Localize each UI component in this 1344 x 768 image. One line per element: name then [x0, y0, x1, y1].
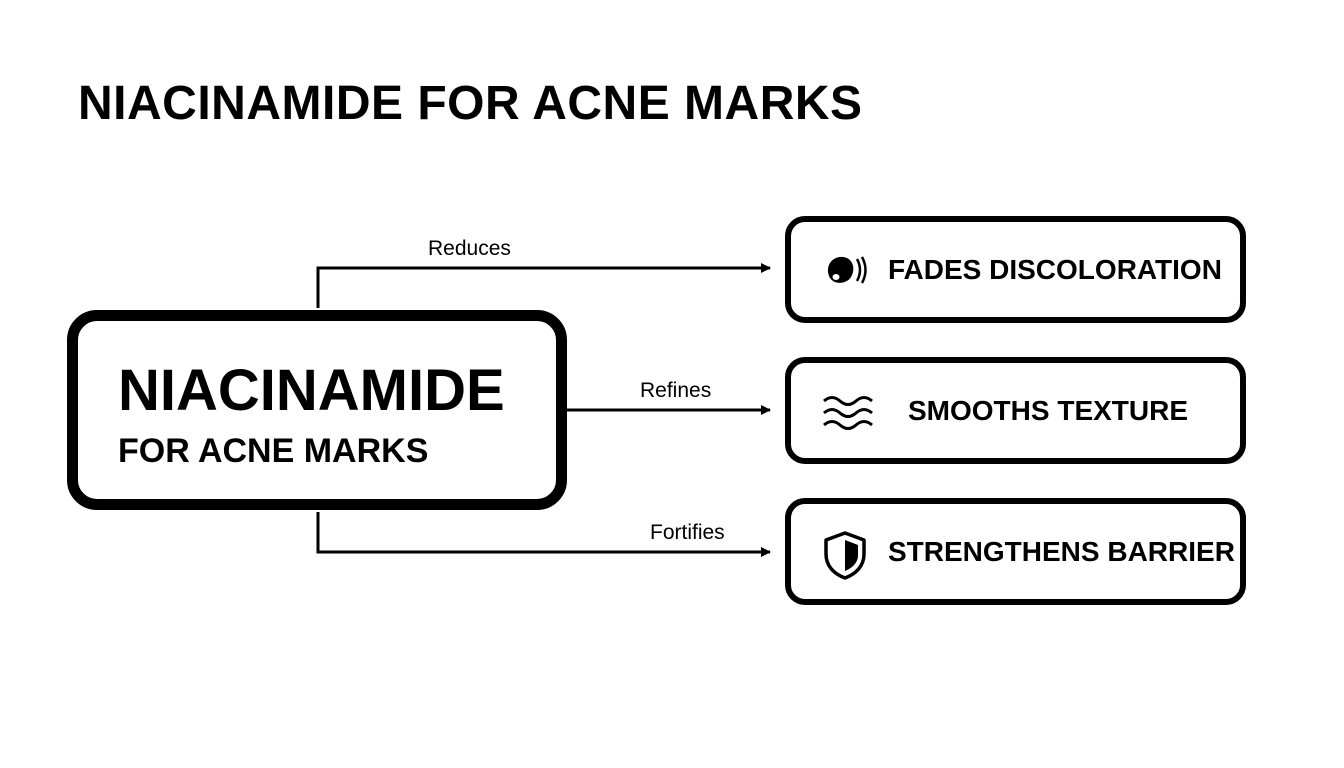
target-label-smooths-texture: SMOOTHS TEXTURE [908, 395, 1189, 426]
discoloration-spot-icon [827, 256, 867, 284]
edge-label-refines: Refines [640, 379, 712, 402]
target-label-fades-discoloration: FADES DISCOLORATION [888, 254, 1222, 285]
source-node: NIACINAMIDE FOR ACNE MARKS [67, 310, 567, 510]
target-node-fades-discoloration: FADES DISCOLORATION [785, 216, 1246, 323]
edge-label-fortifies: Fortifies [650, 521, 725, 544]
edge-label-reduces: Reduces [428, 237, 511, 260]
target-node-smooths-texture: SMOOTHS TEXTURE [785, 357, 1246, 464]
page-title: NIACINAMIDE FOR ACNE MARKS [78, 77, 863, 130]
connector-fortifies [316, 512, 771, 557]
source-node-subtitle: FOR ACNE MARKS [118, 432, 429, 470]
connector-reduces [316, 263, 771, 308]
waves-icon [823, 396, 873, 430]
target-label-strengthens-barrier: STRENGTHENS BARRIER [888, 536, 1235, 567]
source-node-title: NIACINAMIDE [118, 358, 505, 423]
shield-icon [824, 531, 866, 580]
target-node-strengthens-barrier: STRENGTHENS BARRIER [785, 498, 1246, 605]
